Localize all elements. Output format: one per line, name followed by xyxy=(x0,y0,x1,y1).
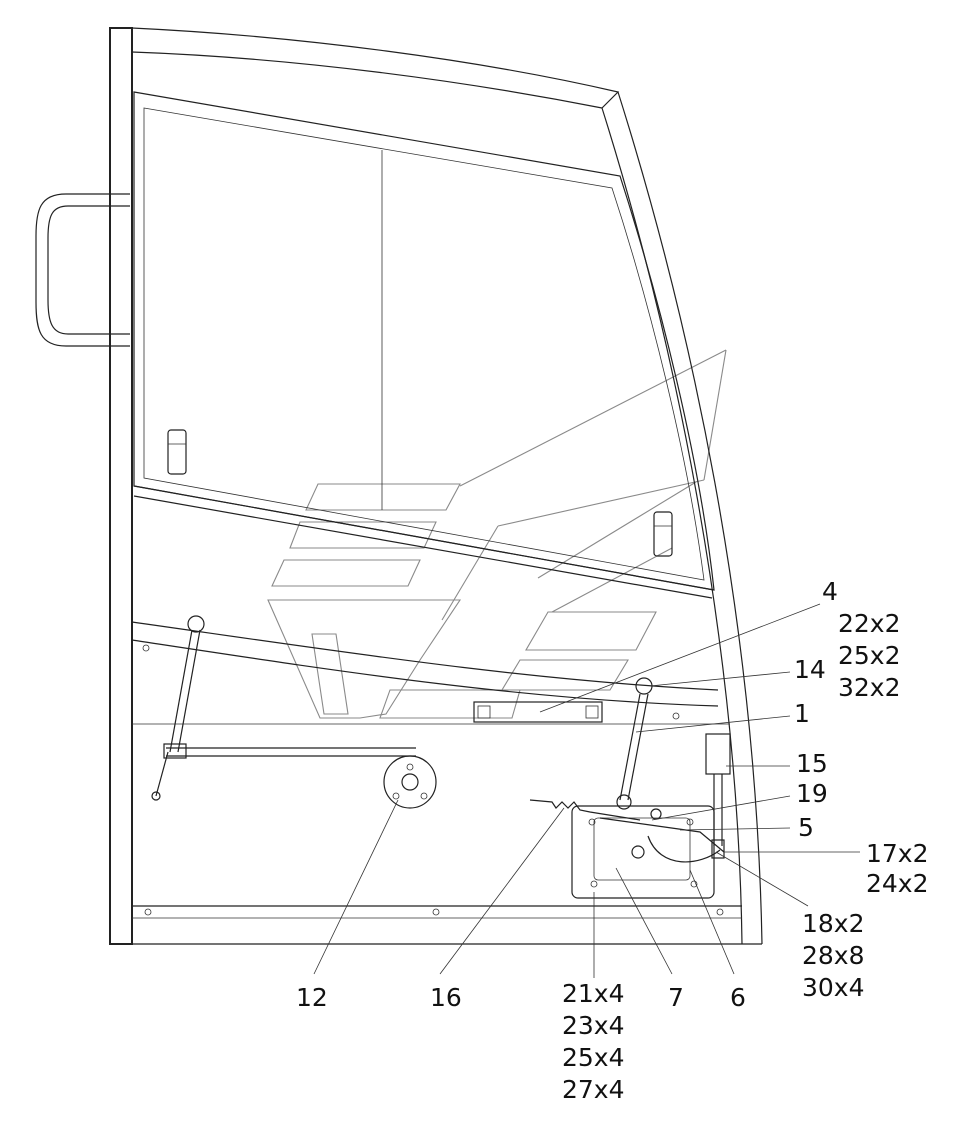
svg-text:25x2: 25x2 xyxy=(838,641,901,670)
callout-5: 5 xyxy=(798,813,814,842)
svg-text:27x4: 27x4 xyxy=(562,1075,625,1104)
side-latch-bracket xyxy=(705,733,731,859)
fixing-screws xyxy=(142,644,724,916)
window-latch-right xyxy=(653,511,673,557)
svg-text:25x4: 25x4 xyxy=(562,1043,625,1072)
svg-text:30x4: 30x4 xyxy=(802,973,865,1002)
callout-7: 7 xyxy=(668,983,684,1012)
spring xyxy=(529,799,641,821)
grab-handle xyxy=(35,193,130,347)
callout-15: 15 xyxy=(796,749,828,778)
left-strut-linkage xyxy=(151,615,416,801)
lock-assembly xyxy=(571,805,725,899)
round-lock xyxy=(383,755,437,809)
svg-text:22x2: 22x2 xyxy=(838,609,901,638)
svg-text:28x8: 28x8 xyxy=(802,941,865,970)
svg-text:18x2: 18x2 xyxy=(802,909,865,938)
callout-1: 1 xyxy=(794,699,810,728)
callout-4: 4 22x2 25x2 32x2 xyxy=(822,577,901,702)
callout-14: 14 xyxy=(794,655,826,684)
svg-text:17x2: 17x2 xyxy=(866,839,929,868)
logo-watermark xyxy=(267,349,727,719)
switch-panel xyxy=(473,701,603,723)
window-pane xyxy=(133,91,715,599)
svg-text:32x2: 32x2 xyxy=(838,673,901,702)
svg-text:21x4: 21x4 xyxy=(562,979,625,1008)
callout-19: 19 xyxy=(796,779,828,808)
door-frame xyxy=(109,27,763,945)
right-strut xyxy=(616,677,653,810)
svg-text:23x4: 23x4 xyxy=(562,1011,625,1040)
callout-6: 6 xyxy=(730,983,746,1012)
callout-12: 12 xyxy=(296,983,328,1012)
svg-text:4: 4 xyxy=(822,577,838,606)
svg-text:24x2: 24x2 xyxy=(866,869,929,898)
callout-17: 17x2 24x2 xyxy=(866,839,929,898)
leader-lines xyxy=(313,603,860,978)
callout-16: 16 xyxy=(430,983,462,1012)
callout-18: 18x2 28x8 30x4 xyxy=(802,909,865,1002)
callout-21: 21x4 23x4 25x4 27x4 xyxy=(562,979,625,1104)
window-latch-left xyxy=(167,429,187,475)
